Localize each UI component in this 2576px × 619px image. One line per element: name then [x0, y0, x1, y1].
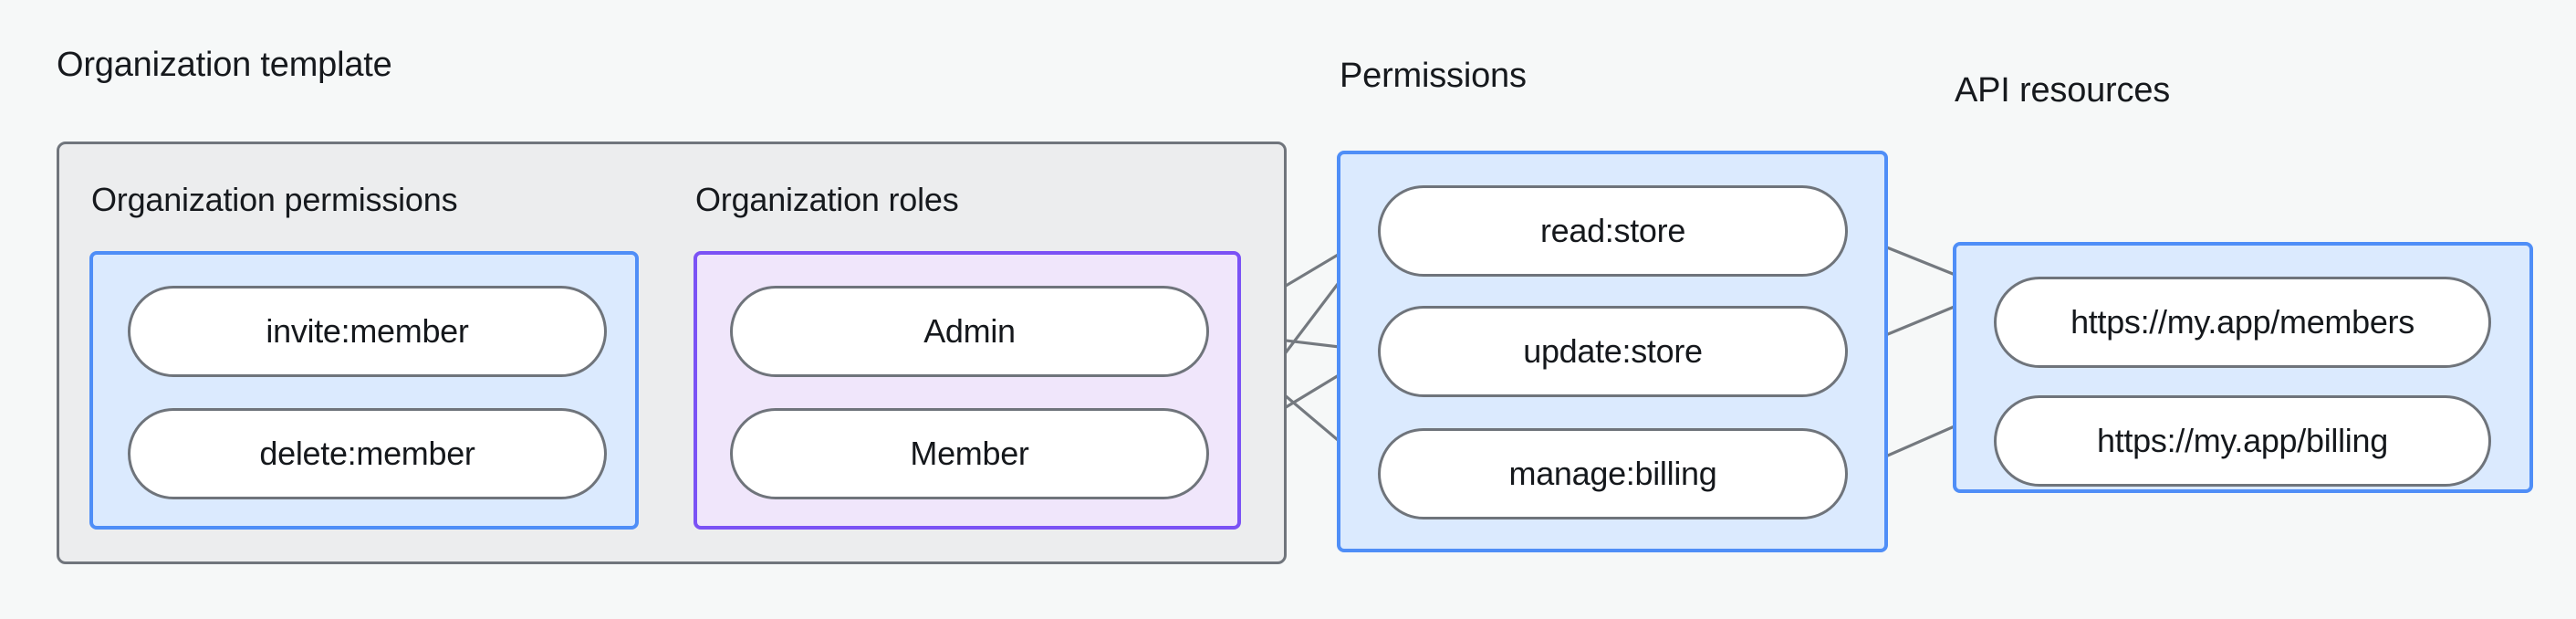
permissions-label: Permissions [1340, 57, 1527, 95]
organization-roles-label: Organization roles [695, 181, 959, 218]
node-invite-member[interactable]: invite:member [128, 286, 607, 377]
node-my-app-members[interactable]: https://my.app/members [1994, 277, 2491, 368]
node-manage-billing[interactable]: manage:billing [1378, 428, 1848, 519]
node-admin[interactable]: Admin [730, 286, 1209, 377]
node-member[interactable]: Member [730, 408, 1209, 499]
organization-template-label: Organization template [57, 46, 392, 84]
organization-permissions-label: Organization permissions [91, 181, 458, 218]
node-my-app-billing[interactable]: https://my.app/billing [1994, 395, 2491, 487]
node-read-store[interactable]: read:store [1378, 185, 1848, 277]
node-update-store[interactable]: update:store [1378, 306, 1848, 397]
node-delete-member[interactable]: delete:member [128, 408, 607, 499]
api-resources-label: API resources [1955, 71, 2171, 110]
